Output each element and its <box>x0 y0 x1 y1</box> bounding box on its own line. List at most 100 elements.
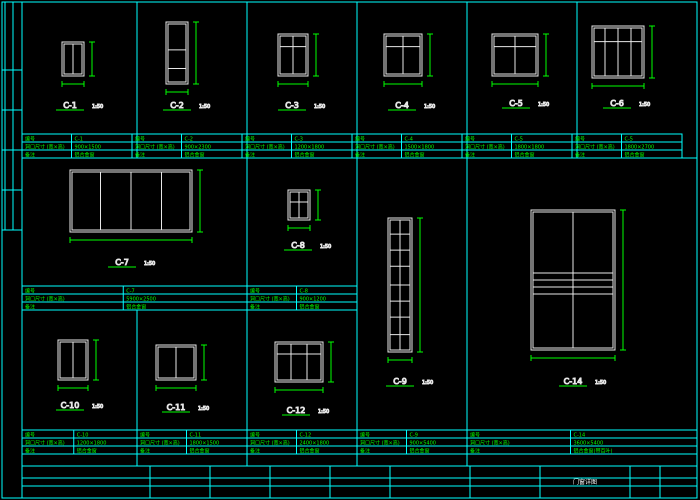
table-header-size: 洞口尺寸 (宽×高) <box>25 296 65 303</box>
table-header-size: 洞口尺寸 (宽×高) <box>245 144 285 151</box>
table-value-note: 铝合金窗 <box>515 152 535 159</box>
window-label: C-3 <box>285 101 299 110</box>
window-frame <box>69 169 193 233</box>
window-label: C-11 <box>167 403 186 412</box>
table-header-note: 备注 <box>470 448 480 455</box>
table-value-id: C-4 <box>405 137 413 143</box>
table-header-note: 备注 <box>250 448 260 455</box>
scale-label: 1:50 <box>422 380 433 386</box>
table-value-size: 900×5400 <box>410 441 436 447</box>
window-frame <box>277 33 309 77</box>
table-value-id: C-14 <box>574 433 586 439</box>
scale-label: 1:50 <box>424 104 435 110</box>
table-value-id: C-5 <box>625 137 633 143</box>
window-frame <box>165 21 189 85</box>
window-frame <box>61 41 85 77</box>
table-header-size: 洞口尺寸 (宽×高) <box>360 440 400 447</box>
window-label: C-10 <box>61 401 80 410</box>
table-header-note: 备注 <box>140 448 150 455</box>
window-label: C-1 <box>63 101 77 110</box>
window-label: C-2 <box>170 101 184 110</box>
table-value-note: 铝合金窗 <box>625 152 645 159</box>
window-C-11: C-11 1:50 <box>155 344 210 413</box>
table-header-id: 编号 <box>25 432 35 439</box>
table-value-id: C-3 <box>295 137 303 143</box>
table-header-note: 备注 <box>135 152 145 159</box>
table-header-note: 备注 <box>465 152 475 159</box>
table-header-note: 备注 <box>25 448 35 455</box>
window-frame <box>491 33 539 77</box>
window-label: C-5 <box>509 99 523 108</box>
window-label: C-7 <box>115 258 129 267</box>
scale-label: 1:50 <box>199 104 210 110</box>
table-value-note: 铝合金窗 <box>126 304 146 311</box>
table-header-size: 洞口尺寸 (宽×高) <box>250 296 290 303</box>
table-value-id: C-5 <box>515 137 523 143</box>
table-header-id: 编号 <box>250 432 260 439</box>
title-block <box>22 466 697 498</box>
table-value-size: 900×1500 <box>75 145 101 151</box>
window-label: C-12 <box>287 406 306 415</box>
table-header-note: 备注 <box>575 152 585 159</box>
window-frame <box>387 217 413 353</box>
scale-label: 1:50 <box>320 244 331 250</box>
table-header-note: 备注 <box>355 152 365 159</box>
table-value-size: 5900×2500 <box>126 297 156 303</box>
scale-label: 1:50 <box>595 380 606 386</box>
table-value-id: C-7 <box>126 289 134 295</box>
table-value-size: 1500×1800 <box>405 145 435 151</box>
table-header-size: 洞口尺寸 (宽×高) <box>250 440 290 447</box>
table-value-size: 1200×1800 <box>77 441 107 447</box>
table-value-size: 3600×5400 <box>574 441 604 447</box>
table-value-note: 铝合金窗(带百叶) <box>574 448 613 455</box>
table-value-id: C-1 <box>75 137 83 143</box>
table-frame <box>571 133 683 159</box>
table-value-size: 1800×1500 <box>190 441 220 447</box>
table-value-id: C-11 <box>190 433 202 439</box>
drawing-title: 门窗详图 <box>573 478 597 486</box>
window-inner-frame <box>276 343 322 381</box>
table-frame <box>466 429 698 455</box>
table-header-size: 洞口尺寸 (宽×高) <box>465 144 505 151</box>
window-label: C-14 <box>564 377 583 386</box>
window-frame <box>57 339 89 381</box>
table-header-id: 编号 <box>470 432 480 439</box>
table-value-size: 900×1200 <box>300 297 326 303</box>
table-value-note: 铝合金窗 <box>75 152 95 159</box>
table-value-note: 铝合金窗 <box>295 152 315 159</box>
window-inner-frame <box>167 23 187 83</box>
table-header-id: 编号 <box>140 432 150 439</box>
table-value-id: C-8 <box>300 289 308 295</box>
window-C-3: C-3 1:50 <box>277 33 326 111</box>
table-value-id: C-12 <box>300 433 312 439</box>
table-header-size: 洞口尺寸 (宽×高) <box>355 144 395 151</box>
window-frame <box>591 25 645 79</box>
window-C-14: C-14 1:50 <box>530 209 626 387</box>
table-value-note: 铝合金窗 <box>300 448 320 455</box>
table-header-size: 洞口尺寸 (宽×高) <box>25 144 65 151</box>
window-label: C-9 <box>393 377 407 386</box>
table-value-id: C-9 <box>410 433 418 439</box>
window-frame <box>383 33 423 77</box>
scale-label: 1:50 <box>314 104 325 110</box>
scale-label: 1:50 <box>198 406 209 412</box>
table-value-size: 1800×2700 <box>625 145 655 151</box>
window-frame <box>287 189 311 221</box>
table-value-note: 铝合金窗 <box>77 448 97 455</box>
scale-label: 1:50 <box>92 104 103 110</box>
table-value-note: 铝合金窗 <box>190 448 210 455</box>
table-value-note: 铝合金窗 <box>300 304 320 311</box>
